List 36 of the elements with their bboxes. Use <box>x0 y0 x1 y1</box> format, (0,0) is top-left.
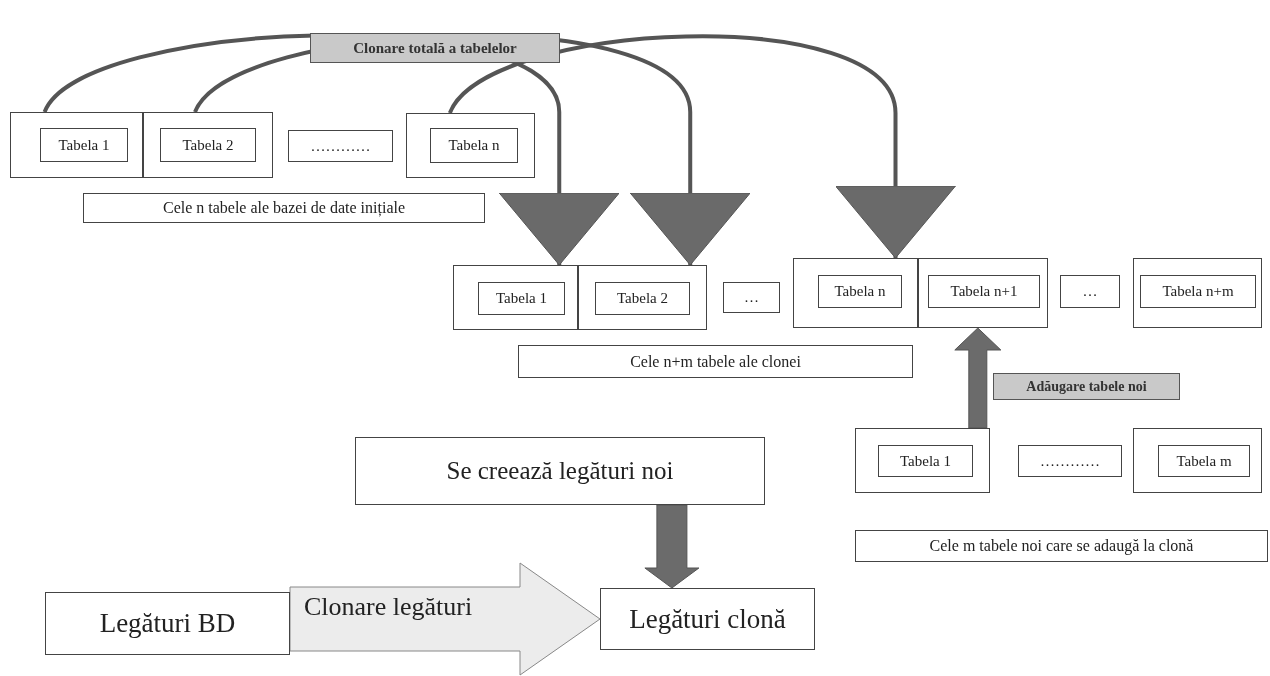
caption-box: Cele n+m tabele ale clonei <box>518 345 913 378</box>
group-box <box>406 113 535 178</box>
banner-label: Clonare totală a tabelelor <box>310 33 560 63</box>
table-box: Tabela 1 <box>478 282 565 315</box>
table-box: Tabela n+m <box>1140 275 1256 308</box>
group-box <box>1133 258 1262 328</box>
table-box: Tabela 2 <box>160 128 256 162</box>
placeholder-box: ………… <box>1018 445 1122 477</box>
group-box <box>578 265 707 330</box>
curved-arrow <box>448 34 956 259</box>
group-box <box>855 428 990 493</box>
group-box <box>10 112 143 178</box>
caption-box: Cele n tabele ale bazei de date inițiale <box>83 193 485 223</box>
table-box: Tabela n+1 <box>928 275 1040 308</box>
table-box: Tabela m <box>1158 445 1250 477</box>
group-box <box>918 258 1048 328</box>
group-box <box>1133 428 1262 493</box>
block-arrow <box>954 327 1002 429</box>
group-box <box>143 112 273 178</box>
process-box: Legături BD <box>45 592 290 655</box>
placeholder-box: … <box>1060 275 1120 308</box>
table-box: Tabela 2 <box>595 282 690 315</box>
group-box <box>453 265 578 330</box>
curved-arrow <box>43 33 620 266</box>
process-box: Se creează legături noi <box>355 437 765 505</box>
group-box <box>793 258 918 328</box>
placeholder-box: … <box>723 282 780 313</box>
table-box: Tabela n <box>818 275 902 308</box>
caption-box: Cele m tabele noi care se adaugă la clonă <box>855 530 1268 562</box>
edge-label: Adăugare tabele noi <box>993 373 1180 400</box>
table-box: Tabela 1 <box>878 445 973 477</box>
table-box: Tabela 1 <box>40 128 128 162</box>
block-arrow <box>644 504 700 589</box>
placeholder-box: ………… <box>288 130 393 162</box>
process-box: Legături clonă <box>600 588 815 650</box>
table-box: Tabela n <box>430 128 518 163</box>
